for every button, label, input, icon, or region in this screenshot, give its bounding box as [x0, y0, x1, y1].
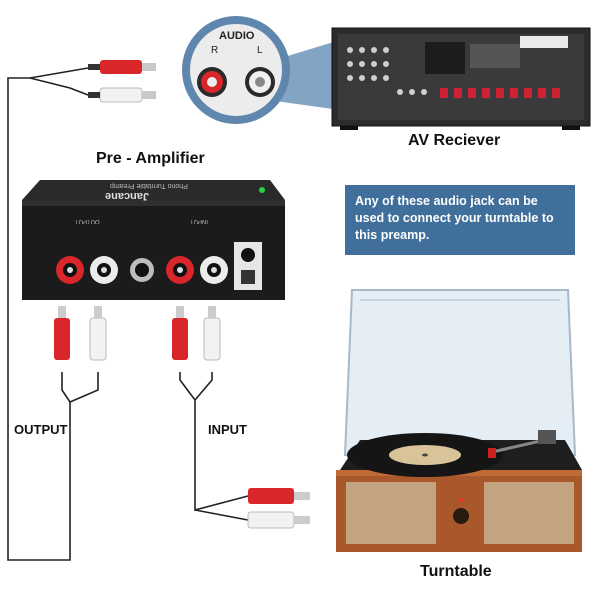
preamp-output-port-label: OUTPUT — [75, 218, 100, 224]
audio-zoom-title: AUDIO — [219, 30, 255, 42]
rca-plug-red-top — [88, 60, 156, 74]
preamp-input-port-label: INPUT — [190, 218, 208, 224]
rca-plugs-output — [54, 306, 107, 361]
rca-plugs-input — [172, 306, 221, 361]
audio-zoom-left-label: L — [257, 45, 263, 56]
preamp-model: Phono Turntable Preamp — [110, 182, 188, 189]
output-label: OUTPUT — [14, 422, 68, 437]
turntable-label: Turntable — [420, 563, 492, 580]
av-receiver-image — [331, 27, 591, 130]
rca-plugs-turntable — [247, 488, 310, 529]
audio-zoom-right-label: R — [211, 45, 219, 56]
pre-amplifier-label: Pre - Amplifier — [96, 150, 205, 167]
preamp-brand: Jancane — [105, 190, 150, 202]
preamp-image — [22, 180, 285, 300]
input-label: INPUT — [208, 422, 247, 437]
rca-plug-white-top — [88, 87, 156, 103]
zoom-connector — [182, 16, 340, 124]
info-callout: Any of these audio jack can be used to c… — [345, 185, 575, 255]
turntable-image — [336, 289, 582, 552]
av-receiver-label: AV Reciever — [408, 132, 501, 149]
cable-lines — [7, 67, 249, 561]
